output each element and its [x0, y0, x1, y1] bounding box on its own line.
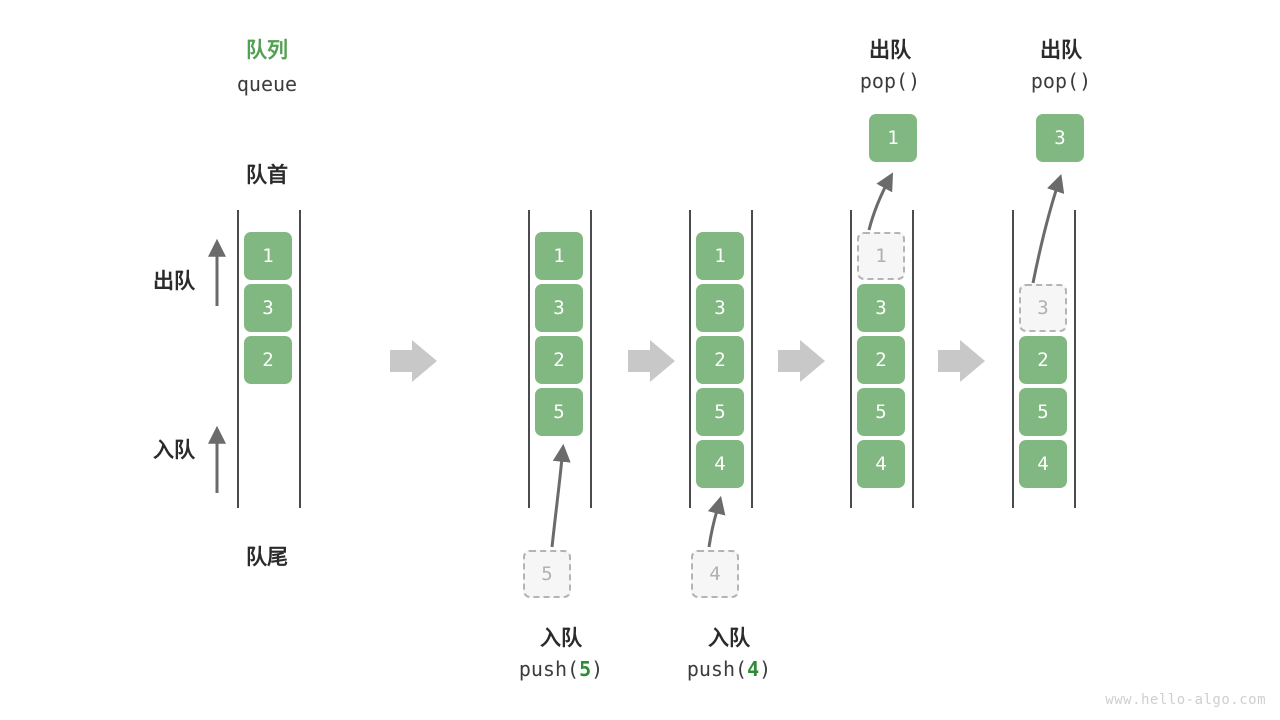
- queue-element: 2: [1019, 336, 1067, 384]
- queue-element: 2: [857, 336, 905, 384]
- queue-rail-left: [689, 210, 691, 508]
- stage-caption-code: push(5): [519, 657, 603, 681]
- queue-rail-left: [237, 210, 239, 508]
- queue-element: 3: [535, 284, 583, 332]
- queue-element: 1: [535, 232, 583, 280]
- code-prefix: push(: [686, 657, 748, 681]
- stage-caption-cn: 出队: [1040, 38, 1082, 62]
- queue-element: 2: [244, 336, 292, 384]
- pending-element: 4: [691, 550, 739, 598]
- queue-element: 4: [1019, 440, 1067, 488]
- queue-element: 1: [244, 232, 292, 280]
- stage-caption-code: pop(): [1031, 69, 1091, 93]
- watermark: www.hello-algo.com: [1105, 692, 1266, 708]
- pop-arrow-3: [1031, 174, 1065, 284]
- push-arrow-5: [550, 443, 571, 548]
- popped-element: 1: [869, 114, 917, 162]
- stage-caption-cn: 入队: [708, 626, 750, 650]
- code-suffix: ): [759, 657, 772, 681]
- queue-element: 4: [857, 440, 905, 488]
- rear-label: 队尾: [246, 545, 288, 569]
- queue-rail-right: [912, 210, 914, 508]
- push-arrow-4: [707, 495, 726, 548]
- code-suffix: ): [591, 657, 604, 681]
- front-label: 队首: [246, 163, 288, 187]
- queue-title-en: queue: [236, 72, 298, 96]
- code-prefix: pop(: [859, 69, 909, 93]
- queue-element: 3: [244, 284, 292, 332]
- code-prefix: push(: [518, 657, 580, 681]
- step-arrow-2: [628, 340, 675, 382]
- dequeue-label: 出队: [153, 269, 195, 293]
- queue-element: 5: [1019, 388, 1067, 436]
- queue-rail-right: [751, 210, 753, 508]
- queue-rail-right: [590, 210, 592, 508]
- stage-caption-cn: 出队: [869, 38, 911, 62]
- popped-element: 3: [1036, 114, 1084, 162]
- code-prefix: pop(: [1030, 69, 1080, 93]
- queue-element: 3: [696, 284, 744, 332]
- code-arg: 4: [747, 657, 760, 681]
- step-arrow-1: [390, 340, 437, 382]
- code-arg: 5: [579, 657, 592, 681]
- queue-rail-left: [528, 210, 530, 508]
- enqueue-label: 入队: [153, 438, 195, 462]
- queue-rail-right: [1074, 210, 1076, 508]
- step-arrow-3: [778, 340, 825, 382]
- queue-element: 1: [696, 232, 744, 280]
- pending-element: 5: [523, 550, 571, 598]
- queue-element: 3: [857, 284, 905, 332]
- queue-rail-right: [299, 210, 301, 508]
- queue-element-new: 4: [696, 440, 744, 488]
- queue-element-removed: 3: [1019, 284, 1067, 332]
- step-arrow-4: [938, 340, 985, 382]
- code-suffix: ): [908, 69, 921, 93]
- queue-element-new: 5: [535, 388, 583, 436]
- queue-rail-left: [1012, 210, 1014, 508]
- stage-caption-cn: 入队: [540, 626, 582, 650]
- queue-element-removed: 1: [857, 232, 905, 280]
- pop-arrow-1: [867, 172, 894, 231]
- queue-element: 2: [535, 336, 583, 384]
- stage-caption-code: pop(): [860, 69, 920, 93]
- queue-element: 5: [696, 388, 744, 436]
- queue-element: 2: [696, 336, 744, 384]
- queue-title-cn: 队列: [246, 38, 288, 62]
- code-suffix: ): [1079, 69, 1092, 93]
- queue-rail-left: [850, 210, 852, 508]
- stage-caption-code: push(4): [687, 657, 771, 681]
- queue-element: 5: [857, 388, 905, 436]
